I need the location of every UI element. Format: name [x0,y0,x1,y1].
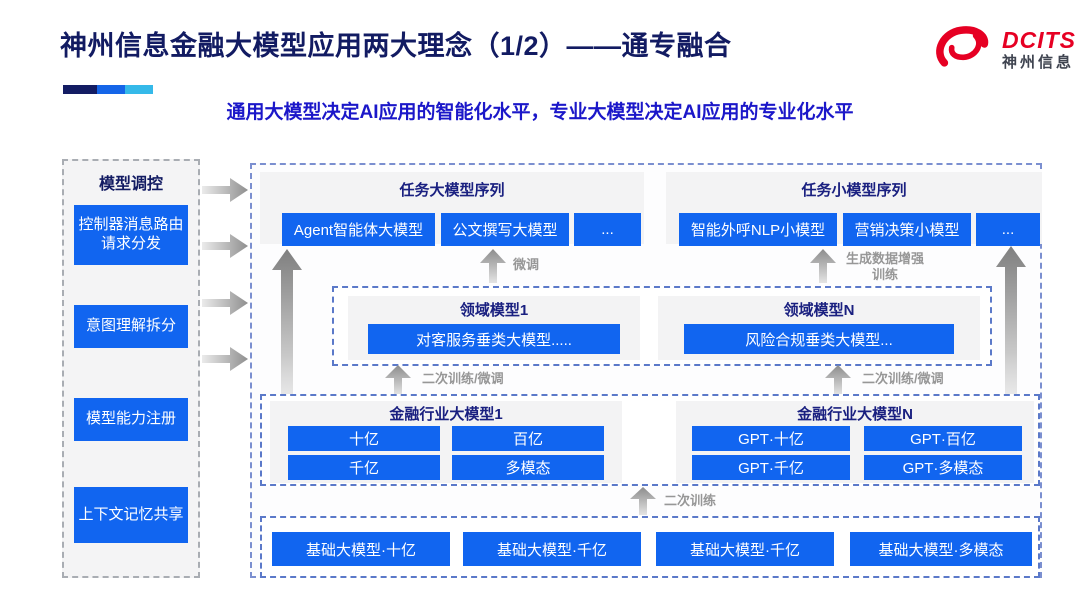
flow-label-secondary-finetune: 二次训练/微调 [422,371,504,386]
title-underline [63,85,153,94]
task-small-model-group: 任务小模型序列 智能外呼NLP小模型 营销决策小模型 ... [666,172,1042,246]
model-box-10b: 百亿 [452,426,604,451]
right-arrow-icon [202,178,248,202]
group-title: 领域模型1 [459,302,529,319]
model-box-base-100b: 基础大模型·千亿 [463,532,641,566]
model-box-100b: 千亿 [288,455,440,480]
underline-segment [63,85,97,94]
model-box-base-multimodal: 基础大模型·多模态 [850,532,1032,566]
task-large-model-group: 任务大模型序列 Agent智能体大模型 公文撰写大模型 ... [260,172,644,246]
model-box-agent: Agent智能体大模型 [282,213,435,246]
industry-model-1-group: 金融行业大模型1 十亿 百亿 千亿 多模态 [270,401,622,483]
underline-segment [97,85,125,94]
domain-model-n-group: 领域模型N 风险合规垂类大模型... [658,296,980,360]
model-box-risk-compliance: 风险合规垂类大模型... [684,324,954,354]
group-title: 金融行业大模型1 [389,406,503,423]
model-box-document: 公文撰写大模型 [441,213,569,246]
right-arrow-icon [202,234,248,258]
up-arrow-icon [825,365,851,395]
company-logo: DCITS 神州信息 [933,22,1076,77]
model-box-more: ... [574,213,641,246]
model-box-gpt-100b: GPT·千亿 [692,455,850,480]
flow-label-finetune: 微调 [513,257,540,272]
model-box-gpt-multimodal: GPT·多模态 [864,455,1022,480]
base-model-container: 基础大模型·十亿 基础大模型·千亿 基础大模型·千亿 基础大模型·多模态 [260,516,1040,578]
domain-model-1-group: 领域模型1 对客服务垂类大模型..... [348,296,640,360]
page-title: 神州信息金融大模型应用两大理念（1/2）——通专融合 [60,31,732,61]
logo-brand-cn: 神州信息 [1002,54,1075,72]
model-box-outbound-nlp: 智能外呼NLP小模型 [679,213,837,246]
group-title: 任务大模型序列 [399,182,505,199]
model-box-gpt-1b: GPT·十亿 [692,426,850,451]
sidebar-item-memory: 上下文记忆共享 [74,487,188,543]
long-up-arrow-icon [996,246,1026,461]
up-arrow-icon [480,249,506,283]
up-arrow-icon [810,249,836,283]
group-title: 领域模型N [783,302,855,319]
slide-subtitle: 通用大模型决定AI应用的智能化水平，专业大模型决定AI应用的专业化水平 [226,102,854,123]
sidebar-item-intent: 意图理解拆分 [74,305,188,348]
sidebar-item-router: 控制器消息路由请求分发 [74,205,188,265]
model-architecture-diagram: 任务大模型序列 Agent智能体大模型 公文撰写大模型 ... 任务小模型序列 … [250,163,1042,578]
model-box-multimodal: 多模态 [452,455,604,480]
domain-model-container: 领域模型1 对客服务垂类大模型..... 领域模型N 风险合规垂类大模型... [332,286,992,366]
group-title: 任务小模型序列 [801,182,907,199]
long-up-arrow-icon [272,249,302,464]
model-control-panel: 模型调控 控制器消息路由请求分发 意图理解拆分 模型能力注册 上下文记忆共享 [62,159,200,578]
model-box-marketing: 营销决策小模型 [843,213,971,246]
model-box-base-100b: 基础大模型·千亿 [656,532,834,566]
model-box-base-1b: 基础大模型·十亿 [272,532,450,566]
group-title: 金融行业大模型N [797,406,913,423]
sidebar-title: 模型调控 [98,176,163,193]
right-arrow-icon [202,347,248,371]
model-box-customer-service: 对客服务垂类大模型..... [368,324,620,354]
model-box-gpt-10b: GPT·百亿 [864,426,1022,451]
sidebar-item-register: 模型能力注册 [74,398,188,441]
flow-label-gen-data: 生成数据增强训练 [845,251,924,282]
industry-model-n-group: 金融行业大模型N GPT·十亿 GPT·百亿 GPT·千亿 GPT·多模态 [676,401,1034,483]
logo-brand-text: DCITS [1002,27,1076,54]
right-arrow-icon [202,291,248,315]
model-box-1b: 十亿 [288,426,440,451]
flow-label-secondary-training: 二次训练 [664,493,717,508]
flow-label-secondary-finetune: 二次训练/微调 [862,371,944,386]
up-arrow-icon [630,487,656,515]
up-arrow-icon [385,365,411,395]
model-box-more: ... [976,213,1040,246]
industry-model-container: 金融行业大模型1 十亿 百亿 千亿 多模态 金融行业大模型N GPT·十亿 GP… [260,394,1040,486]
underline-segment [125,85,153,94]
dcits-swirl-icon [933,22,993,77]
